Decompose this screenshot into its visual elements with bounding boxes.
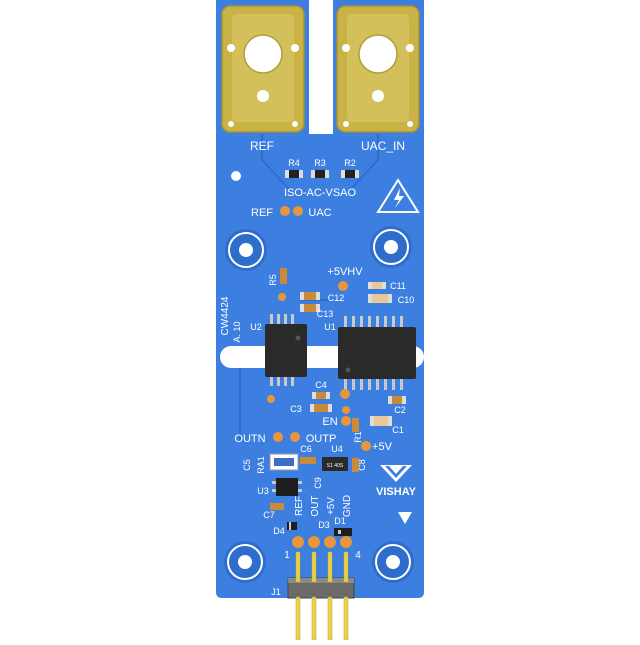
label-c5: C5 <box>242 459 252 471</box>
pin1-arrow-icon <box>398 512 412 524</box>
testpad-en <box>341 416 351 426</box>
mounting-hole-mid-left <box>225 229 267 271</box>
label-c8: C8 <box>357 459 367 471</box>
pin-label-5v: +5V <box>326 497 337 515</box>
label-uac: UAC <box>308 207 331 219</box>
label-outp: OUTP <box>306 433 337 445</box>
ic-u1 <box>338 316 416 390</box>
capacitor-c8 <box>352 458 359 472</box>
label-5v: +5V <box>372 441 393 453</box>
capacitor-c12 <box>300 292 320 300</box>
capacitor-c11 <box>368 282 386 289</box>
connector-j1 <box>287 551 355 641</box>
testpad-outp <box>290 432 300 442</box>
label-c6: C6 <box>300 444 312 454</box>
label-r1: R1 <box>353 431 363 443</box>
label-c7: C7 <box>263 510 275 520</box>
label-c12: C12 <box>328 293 345 303</box>
terminal-right-label: UAC_IN <box>361 139 405 153</box>
label-c4: C4 <box>315 380 327 390</box>
capacitor-c10 <box>368 294 392 303</box>
label-ra1: RA1 <box>256 456 266 474</box>
label-c3: C3 <box>290 404 302 414</box>
board-rev: A. 10 <box>232 321 242 342</box>
label-en: EN <box>322 416 337 428</box>
vishay-logo <box>380 465 412 482</box>
via-c3b <box>342 406 350 414</box>
capacitor-c7 <box>270 503 284 510</box>
resistor-array-ra1 <box>269 453 299 471</box>
capacitor-c1 <box>370 416 392 426</box>
capacitor-c4 <box>312 392 330 399</box>
pin-label-gnd: GND <box>342 495 353 517</box>
traces <box>239 134 379 440</box>
label-r3: R3 <box>314 158 326 168</box>
label-r5: R5 <box>268 274 278 286</box>
testpad-r5 <box>278 293 286 301</box>
label-u1: U1 <box>324 322 336 332</box>
capacitor-c13 <box>300 304 320 312</box>
label-r2: R2 <box>344 158 356 168</box>
terminal-left <box>221 5 305 133</box>
brand-label: VISHAY <box>376 486 417 498</box>
terminal-left-label: REF <box>250 139 274 153</box>
pin-number-1: 1 <box>284 550 290 561</box>
label-r4: R4 <box>288 158 300 168</box>
ic-u2 <box>265 314 307 386</box>
label-c9: C9 <box>313 477 323 489</box>
label-c13: C13 <box>317 309 334 319</box>
testpad-ref <box>280 206 290 216</box>
high-voltage-warning-icon <box>376 178 420 213</box>
label-d3: D3 <box>318 520 330 530</box>
header-pads <box>292 536 352 548</box>
label-c10: C10 <box>398 295 415 305</box>
via-top-left <box>231 171 241 181</box>
label-u2: U2 <box>250 322 262 332</box>
resistor-r1 <box>352 418 359 432</box>
via-c4 <box>340 389 350 399</box>
label-c2: C2 <box>394 405 406 415</box>
label-5vhv: +5VHV <box>327 266 363 278</box>
ic-u3 <box>272 478 302 496</box>
label-outn: OUTN <box>234 433 265 445</box>
testpad-5v <box>361 441 371 451</box>
ic-u4: S1 40S <box>322 457 348 471</box>
resistor-r4 <box>285 170 303 178</box>
label-j1: J1 <box>271 587 281 597</box>
label-c1: C1 <box>392 425 404 435</box>
board-slot <box>309 0 333 134</box>
board-id: CW4424 <box>220 296 231 335</box>
resistor-r2 <box>341 170 359 178</box>
capacitor-c2 <box>388 396 406 404</box>
via-c3 <box>267 395 275 403</box>
capacitor-c3 <box>310 404 332 412</box>
resistor-r3 <box>311 170 329 178</box>
pin-number-4: 4 <box>355 550 361 561</box>
svg-text:S1 40S: S1 40S <box>327 463 344 469</box>
capacitor-c6 <box>300 457 316 464</box>
pin-label-out: OUT <box>310 495 321 516</box>
resistor-r5 <box>280 268 287 284</box>
label-d4: D4 <box>273 526 285 536</box>
label-u3: U3 <box>257 486 269 496</box>
diode-d1 <box>334 528 352 536</box>
label-u4: U4 <box>331 444 343 454</box>
label-ref: REF <box>251 207 273 219</box>
testpad-uac <box>293 206 303 216</box>
diode-d4 <box>287 522 297 530</box>
terminal-right <box>336 5 420 133</box>
mounting-hole-mid-right <box>370 226 412 268</box>
testpad-5vhv <box>338 281 348 291</box>
pin-label-ref: REF <box>294 496 305 516</box>
label-d1: D1 <box>334 516 346 526</box>
mounting-hole-bottom-right <box>372 541 414 583</box>
module-name: ISO-AC-VSAO <box>284 187 357 199</box>
mounting-hole-bottom-left <box>224 541 266 583</box>
label-c11: C11 <box>390 281 406 291</box>
testpad-outn <box>273 432 283 442</box>
